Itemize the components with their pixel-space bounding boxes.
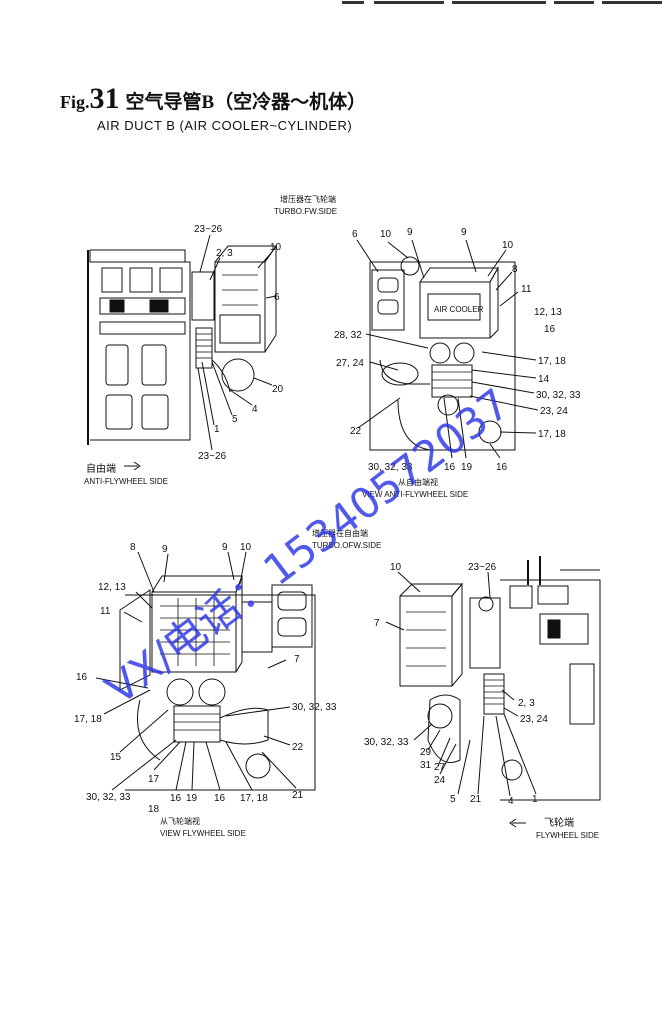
- callout-bl-7: 7: [294, 654, 300, 665]
- callout-br-13: 4: [508, 796, 514, 807]
- callout-bl-2: 9: [162, 544, 168, 555]
- callout-tr-21: 16: [496, 462, 508, 473]
- callout-tl-7: 5: [232, 414, 238, 425]
- side-label-cn-br: 飞轮端: [544, 816, 574, 829]
- callout-tr-5: 10: [502, 240, 514, 251]
- view-en-tr: VIEW ANTI-FLYWHEEL SIDE: [362, 490, 468, 499]
- view-bottom-right: 10 23~26 7 2, 3 23, 24 30, 32, 33 29 31 …: [364, 556, 601, 840]
- callout-tr-4: 9: [461, 227, 467, 238]
- view-top-right: 增压器在飞轮端 TURBO.FW.SIDE AIR COOLER: [274, 194, 581, 499]
- callout-tr-2: 10: [380, 229, 392, 240]
- figure-title-cn: 空气导管B（空冷器～机体）: [125, 92, 367, 113]
- figure-label: Fig.: [60, 92, 90, 112]
- callout-bl-12: 22: [292, 742, 304, 753]
- view-cn-bl: 从飞轮端视: [160, 816, 200, 826]
- callout-bl-20: 21: [292, 790, 304, 801]
- callout-br-3: 7: [374, 618, 380, 629]
- callout-bl-1: 8: [130, 542, 136, 553]
- cooler-grill-bl: [160, 598, 230, 666]
- callout-br-9: 27: [434, 762, 446, 773]
- turbo-cn-tr: 增压器在飞轮端: [280, 194, 336, 204]
- callout-tr-6: 8: [512, 264, 518, 275]
- callout-tr-1: 6: [352, 229, 358, 240]
- callout-tl-2: 2, 3: [216, 248, 233, 259]
- callout-tl-8: 1: [214, 424, 220, 435]
- callout-tl-9: 23~26: [198, 451, 227, 462]
- callout-bl-10: 15: [110, 752, 122, 763]
- callout-tl-3: 10: [270, 242, 282, 253]
- callout-br-4: 2, 3: [518, 698, 535, 709]
- callout-tr-11: 27, 24: [336, 358, 364, 369]
- callout-bl-15: 18: [148, 804, 160, 815]
- callout-bl-3: 9: [222, 542, 228, 553]
- arrow-right-icon: [124, 461, 141, 471]
- side-label-cn-tl: 自由端: [86, 462, 116, 475]
- callout-br-10: 24: [434, 775, 446, 786]
- callout-br-1: 10: [390, 562, 402, 573]
- callout-tr-17: 17, 18: [538, 429, 566, 440]
- callout-tr-3: 9: [407, 227, 413, 238]
- view-cn-tr: 从自由端视: [398, 477, 438, 487]
- callout-tl-5: 20: [272, 384, 284, 395]
- callout-tl-6: 4: [252, 404, 258, 415]
- turbo-cn-bl: 增压器在自由端: [312, 528, 368, 538]
- callout-br-6: 30, 32, 33: [364, 737, 409, 748]
- callout-tl-4: 6: [274, 292, 280, 303]
- callout-tr-20: 19: [461, 462, 473, 473]
- callout-bl-8: 16: [76, 672, 88, 683]
- view-en-bl: VIEW FLYWHEEL SIDE: [160, 829, 246, 838]
- callout-bl-16: 16: [170, 793, 182, 804]
- callout-tr-19: 16: [444, 462, 456, 473]
- callout-bl-9: 17, 18: [74, 714, 102, 725]
- callout-bl-18: 16: [214, 793, 226, 804]
- callout-bl-4: 10: [240, 542, 252, 553]
- callout-tr-16: 22: [350, 426, 362, 437]
- callout-bl-13: 30, 32, 33: [86, 792, 131, 803]
- turbo-en-bl: TURBO.OFW.SIDE: [312, 541, 381, 550]
- callout-br-5: 23, 24: [520, 714, 548, 725]
- turbo-en-tr: TURBO.FW.SIDE: [274, 207, 337, 216]
- view-bottom-left: 增压器在自由端 TURBO.OFW.SIDE: [74, 528, 381, 838]
- callout-bl-19: 17, 18: [240, 793, 268, 804]
- figure-title-en: AIR DUCT B (AIR COOLER~CYLINDER): [97, 118, 353, 133]
- figure-number: 31: [89, 82, 120, 115]
- callout-tr-8: 12, 13: [534, 307, 562, 318]
- callout-br-2: 23~26: [468, 562, 497, 573]
- callout-bl-5: 12, 13: [98, 582, 126, 593]
- callout-tl-1: 23~26: [194, 224, 223, 235]
- callout-tr-10: 28, 32: [334, 330, 362, 341]
- scan-header-strip: [330, 0, 670, 6]
- callout-tr-7: 11: [521, 284, 532, 295]
- side-label-en-tl: ANTI-FLYWHEEL SIDE: [84, 477, 168, 486]
- callout-bl-6: 11: [100, 606, 111, 617]
- callout-bl-11: 30, 32, 33: [292, 702, 337, 713]
- callout-br-8: 31: [420, 760, 432, 771]
- callout-bl-17: 19: [186, 793, 198, 804]
- callout-tr-9: 16: [544, 324, 556, 335]
- cooler-plate-text: AIR COOLER: [434, 305, 484, 314]
- callout-tr-14: 30, 32, 33: [536, 390, 581, 401]
- callout-tr-15: 23, 24: [540, 406, 568, 417]
- side-label-en-br: FLYWHEEL SIDE: [536, 831, 599, 840]
- callout-br-12: 21: [470, 794, 482, 805]
- callout-tr-18: 30, 32, 33: [368, 462, 413, 473]
- callout-br-7: 29: [420, 747, 432, 758]
- callout-br-11: 5: [450, 794, 456, 805]
- arrow-left-icon: [509, 818, 526, 828]
- callout-br-14: 1: [532, 794, 538, 805]
- view-top-left: 23~26 2, 3 10 6 20 4 5 1 23~26 自由端 ANTI-…: [84, 224, 284, 486]
- callout-tr-13: 14: [538, 374, 550, 385]
- callout-tr-12: 17, 18: [538, 356, 566, 367]
- callout-bl-14: 17: [148, 774, 160, 785]
